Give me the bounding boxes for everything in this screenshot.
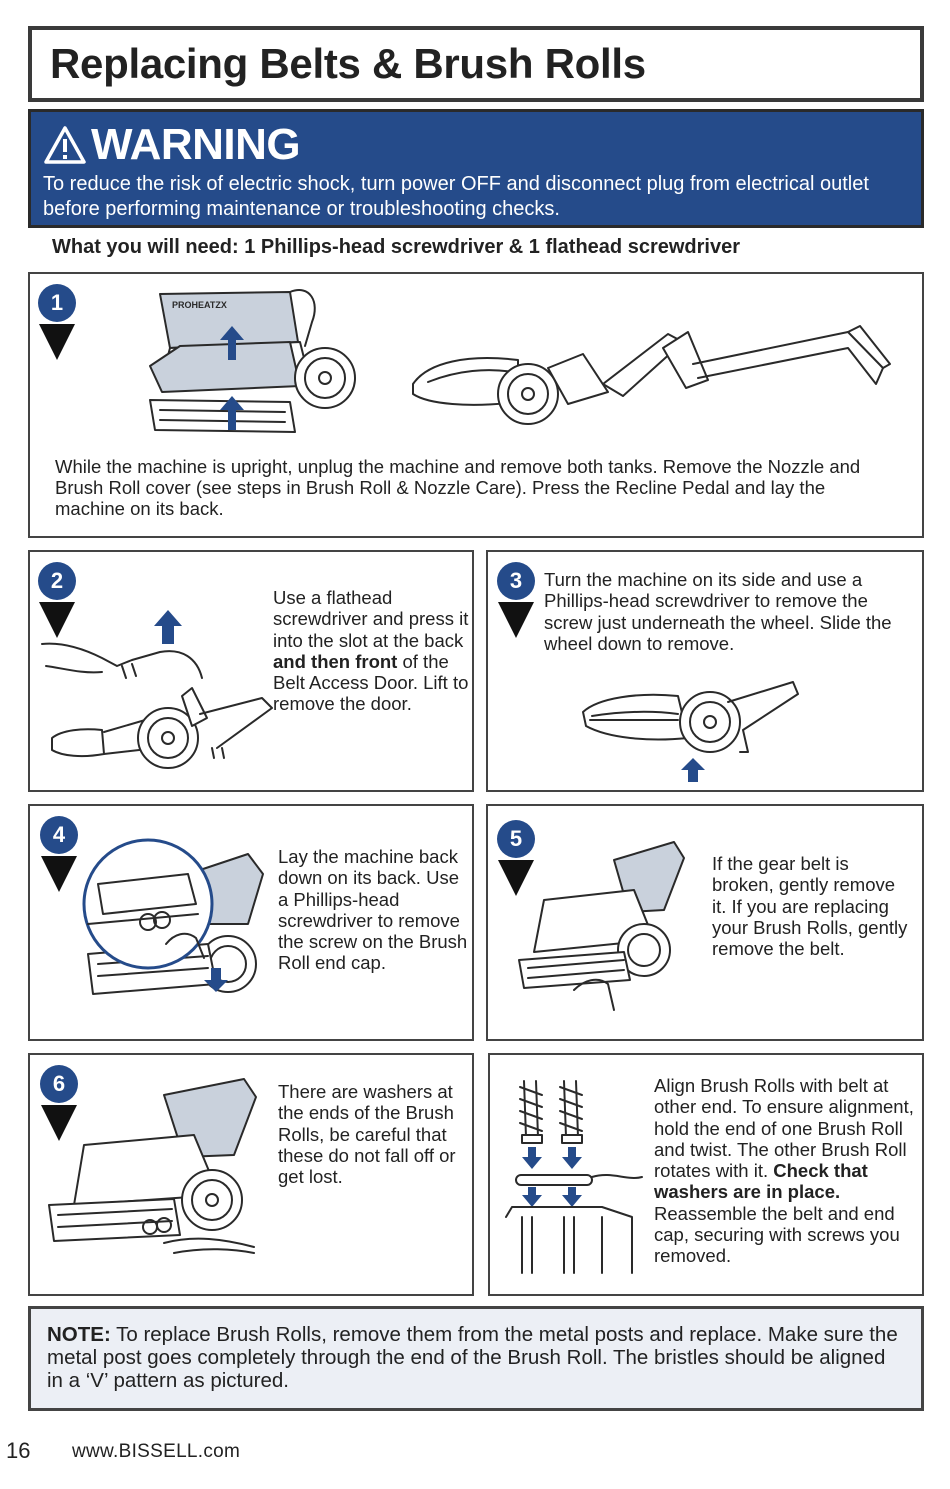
up-arrow-icon <box>220 396 244 430</box>
step-1-text: While the machine is upright, unplug the… <box>55 456 861 519</box>
step-pointer-icon <box>39 324 75 360</box>
step-3-badge: 3 <box>497 562 535 600</box>
step-3-text: Turn the machine on its side and use a P… <box>544 569 892 654</box>
step-7-panel: Align Brush Rolls with belt at other end… <box>488 1053 924 1296</box>
tools-needed: What you will need: 1 Phillips-head scre… <box>52 236 740 258</box>
step-5-panel: 5 If the gear belt is broken, gently rem… <box>486 804 924 1041</box>
up-arrow-icon <box>154 610 182 644</box>
step-7-illustration <box>505 1080 643 1274</box>
step-2-panel: 2 Use a flathead screwdriver and press i… <box>28 550 474 792</box>
step-7-text: Align Brush Rolls with belt at other end… <box>654 1075 914 1267</box>
warning-heading: WARNING <box>91 120 301 169</box>
step-pointer-icon <box>39 602 75 638</box>
down-arrow-icon <box>522 1187 542 1207</box>
step-4-text: Lay the machine back down on its back. U… <box>278 846 468 974</box>
step-1-panel: 1 PROHEATZX While the machine is upright… <box>28 272 924 538</box>
product-label-text: PROHEATZX <box>172 300 227 310</box>
step-pointer-icon <box>498 602 534 638</box>
page-title: Replacing Belts & Brush Rolls <box>50 40 646 87</box>
step-6-illustration <box>48 1078 257 1254</box>
step-1-badge: 1 <box>38 284 76 322</box>
page-number: 16 <box>6 1438 31 1463</box>
step-4-panel: 4 Lay the machine back down on its back.… <box>28 804 474 1041</box>
footer-url: www.BISSELL.com <box>72 1441 241 1462</box>
down-arrow-icon <box>562 1147 582 1169</box>
note-box: NOTE: To replace Brush Rolls, remove the… <box>28 1306 924 1411</box>
note-label: NOTE: <box>47 1323 111 1346</box>
step-1-reclined-illustration <box>412 325 891 425</box>
step-2-text: Use a flathead screwdriver and press it … <box>273 587 469 715</box>
step-6-text: There are washers at the ends of the Bru… <box>278 1081 456 1188</box>
warning-heading-row: WARNING <box>43 118 909 172</box>
down-arrow-icon <box>204 968 228 992</box>
step-pointer-icon <box>498 860 534 896</box>
step-pointer-icon <box>41 856 77 892</box>
up-arrow-icon <box>220 326 244 360</box>
warning-triangle-icon <box>44 126 86 164</box>
page-title-box: Replacing Belts & Brush Rolls <box>28 26 924 102</box>
step-5-badge: 5 <box>497 820 535 858</box>
step-3-illustration <box>582 681 799 782</box>
warning-box: WARNING To reduce the risk of electric s… <box>28 109 924 228</box>
step-3-panel: 3 Turn the machine on its side and use a… <box>486 550 924 792</box>
step-5-illustration <box>518 841 685 1011</box>
step-4-badge: 4 <box>40 816 78 854</box>
step-6-panel: 6 There are washers at the ends of the B… <box>28 1053 474 1296</box>
step-5-text: If the gear belt is broken, gently remov… <box>712 853 908 960</box>
down-arrow-icon <box>562 1187 582 1207</box>
step-2-badge: 2 <box>38 562 76 600</box>
warning-text: To reduce the risk of electric shock, tu… <box>43 173 869 220</box>
step-2-illustration <box>41 610 273 769</box>
step-6-badge: 6 <box>40 1065 78 1103</box>
up-arrow-icon <box>681 758 705 782</box>
down-arrow-icon <box>522 1147 542 1169</box>
step-1-upright-illustration: PROHEATZX <box>149 289 356 433</box>
step-pointer-icon <box>41 1105 77 1141</box>
step-4-illustration <box>82 838 264 995</box>
note-text: To replace Brush Rolls, remove them from… <box>47 1323 898 1392</box>
